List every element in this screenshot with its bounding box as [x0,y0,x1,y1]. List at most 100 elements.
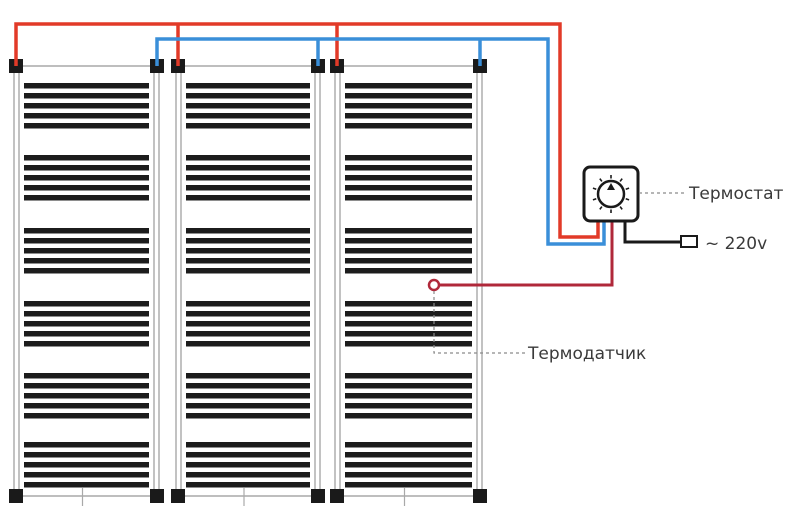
panel-left-rail [334,65,341,497]
heating-stripe [24,373,149,379]
heating-stripe [186,331,310,337]
heating-stripe [345,383,472,389]
thermostat-label: Термостат [688,184,784,204]
heating-stripe [24,155,149,161]
heating-stripe [345,482,472,488]
heating-stripe [24,83,149,89]
wiring [14,22,681,287]
heating-stripe [345,83,472,89]
film-panel-3 [330,59,487,506]
panel-left-rail [13,65,20,497]
heating-stripe [186,462,310,468]
heating-stripe [345,248,472,254]
power-plug-icon [680,235,698,248]
heating-stripe [186,413,310,419]
dial-tick [625,187,630,190]
dial-tick [599,178,603,182]
heating-stripe [345,452,472,458]
heating-stripe [24,103,149,109]
panel-right-rail [314,65,321,497]
heating-stripe [24,248,149,254]
terminal-clip [311,489,325,503]
sensor-cable [439,222,614,287]
heating-stripe [345,403,472,409]
terminal-clip [150,489,164,503]
heating-stripe [186,442,310,448]
heating-stripe [345,393,472,399]
heating-stripe [24,165,149,171]
heating-stripe [186,113,310,119]
heating-stripe [345,472,472,478]
heating-stripe [186,155,310,161]
heating-stripe [345,165,472,171]
heating-stripe [186,301,310,307]
heating-stripe [186,482,310,488]
heating-stripe [24,113,149,119]
dial-tick [599,206,603,210]
heating-stripe [186,228,310,234]
heating-stripe [24,472,149,478]
terminal-clip [330,489,344,503]
heating-stripe [186,185,310,191]
heating-stripe [186,93,310,99]
thermostat [582,165,684,223]
heating-stripe [186,393,310,399]
film-panel-1 [9,59,164,506]
heating-stripe [24,195,149,201]
heating-stripe [24,482,149,488]
heating-stripe [186,165,310,171]
heating-stripe [186,321,310,327]
heating-stripe [345,341,472,347]
heating-stripe [345,413,472,419]
heating-stripe [345,301,472,307]
dial-tick [625,198,630,201]
heating-stripe [345,93,472,99]
panel-right-rail [476,65,483,497]
panel-right-rail [153,65,160,497]
heating-stripe [186,175,310,181]
sensor-label: Термодатчик [527,344,646,364]
heating-stripe [186,341,310,347]
heating-stripe [24,341,149,347]
terminal-clip [171,489,185,503]
terminal-clip [9,489,23,503]
panel-left-rail [175,65,182,497]
heating-stripe [24,258,149,264]
terminal-clip [473,489,487,503]
heating-stripe [24,393,149,399]
dial-tick [592,198,597,201]
heating-stripe [186,83,310,89]
power-label: ~ 220v [705,234,767,254]
heating-stripe [24,331,149,337]
heating-stripe [186,373,310,379]
heating-stripe [345,268,472,274]
heating-stripe [345,321,472,327]
heating-film-panels [9,59,487,506]
thermostat-dial-icon [592,175,630,213]
heating-stripe [345,311,472,317]
dial-tick [619,178,623,182]
heating-stripe [24,321,149,327]
heating-stripe [345,258,472,264]
heating-stripe [24,268,149,274]
heating-stripe [186,248,310,254]
film-panel-2 [171,59,325,506]
heating-stripe [24,383,149,389]
heating-stripe [24,238,149,244]
sensor-leader-line [433,291,525,354]
heating-stripe [24,403,149,409]
heating-stripe [186,103,310,109]
heating-stripe [186,238,310,244]
heating-stripe [186,123,310,129]
red-supply-wire [14,22,600,239]
heating-stripe [186,311,310,317]
heating-stripe [345,195,472,201]
heating-stripe [24,123,149,129]
dial-tick [619,206,623,210]
heating-stripe [24,228,149,234]
heating-stripe [345,123,472,129]
heating-stripe [24,93,149,99]
heating-stripe [186,403,310,409]
heating-stripe [186,195,310,201]
